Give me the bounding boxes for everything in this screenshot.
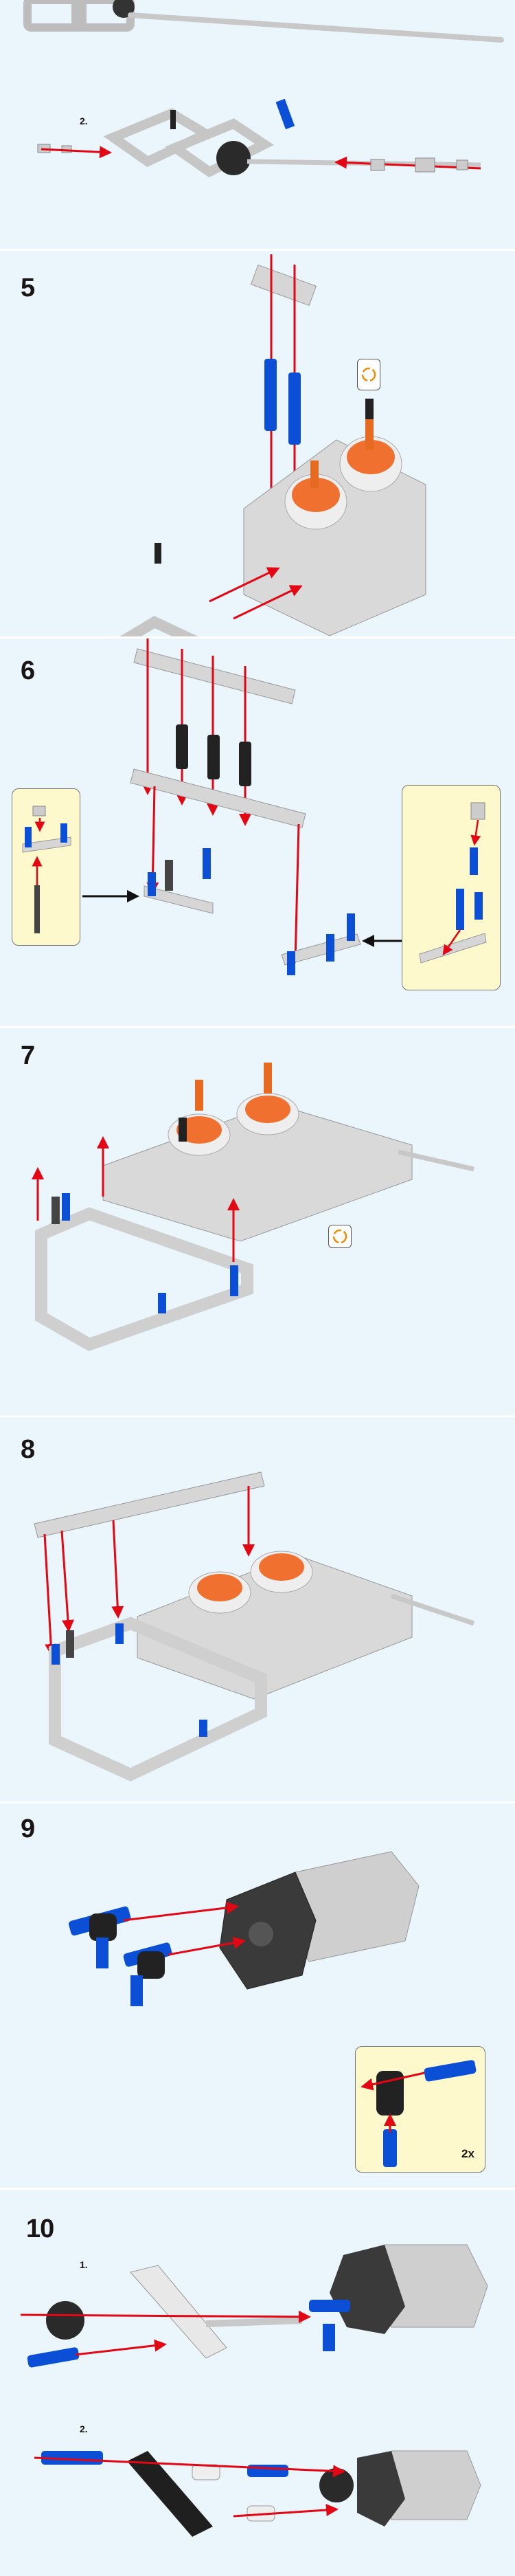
step-separator (0, 636, 515, 639)
step-number: 8 (21, 1435, 35, 1464)
step-separator (0, 1415, 515, 1417)
step-separator (0, 1026, 515, 1028)
rotate-model-icon (357, 359, 380, 390)
assembly-illustration (118, 254, 426, 637)
sub-assembly-callout (12, 788, 80, 946)
step-number: 7 (21, 1041, 35, 1070)
step-number: 10 (26, 2214, 54, 2243)
sub-assembly-callout: 2x (355, 2046, 485, 2173)
sub-assembly-callout (402, 785, 501, 990)
rotate-model-icon (328, 1225, 352, 1248)
substep-label: 1. (80, 2259, 88, 2270)
parts-row (37, 98, 481, 178)
axle (128, 12, 504, 43)
step-number: 6 (21, 656, 35, 685)
assembly-illustration (34, 1472, 475, 1781)
step-number: 9 (21, 1814, 35, 1843)
assembly-illustration (20, 2244, 488, 2537)
assembly-illustration (82, 639, 402, 975)
step-separator (0, 249, 515, 251)
step-separator (0, 1801, 515, 1803)
substep-label: 2. (80, 115, 88, 126)
liftarm-frame (23, 0, 135, 32)
step-separator (0, 2188, 515, 2190)
assembly-illustration (23, 0, 504, 178)
assembly-illustration (32, 1063, 474, 1351)
assembly-illustration (69, 1851, 420, 2006)
quantity-multiplier: 2x (461, 2147, 474, 2160)
step-number: 5 (21, 274, 35, 302)
substep-label: 2. (80, 2423, 88, 2434)
